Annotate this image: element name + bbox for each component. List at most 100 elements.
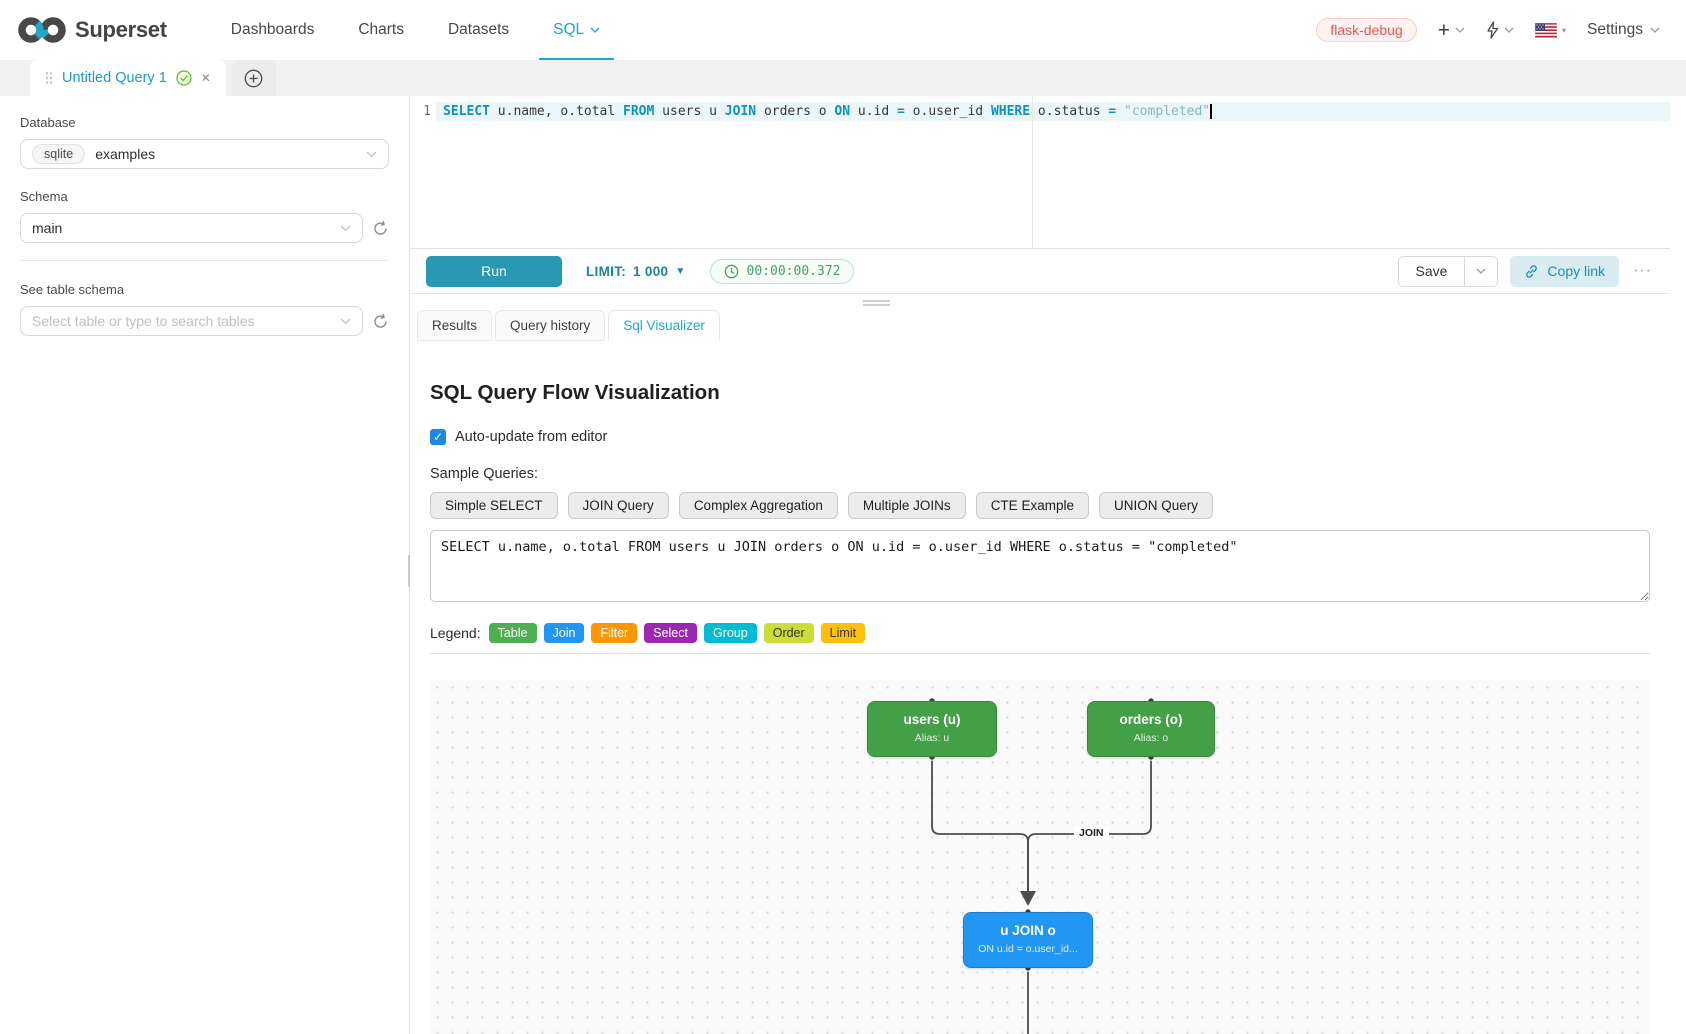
lightning-icon bbox=[1487, 21, 1499, 39]
drag-handle-icon[interactable] bbox=[45, 71, 53, 85]
settings-menu[interactable]: Settings bbox=[1587, 21, 1660, 39]
sql-token-string: "completed" bbox=[1124, 104, 1211, 119]
legend-badge-order: Order bbox=[763, 623, 814, 643]
sample-query-multiple-joins[interactable]: Multiple JOINs bbox=[847, 492, 966, 519]
navbar-right: flask-debug + bbox=[1316, 18, 1660, 42]
chevron-down-icon bbox=[340, 225, 351, 231]
chevron-down-icon bbox=[366, 151, 377, 157]
sql-token-keyword: FROM bbox=[623, 104, 663, 119]
query-tab-strip: Untitled Query 1 ✕ bbox=[0, 60, 1686, 96]
sql-token-keyword: JOIN bbox=[724, 104, 764, 119]
database-select[interactable]: sqlite examples bbox=[20, 139, 389, 169]
table-select[interactable]: Select table or type to search tables bbox=[20, 306, 363, 336]
refresh-tables-icon[interactable] bbox=[372, 313, 389, 330]
flow-edges bbox=[928, 697, 1155, 1034]
new-item-menu[interactable]: + bbox=[1438, 20, 1465, 41]
flow-node-users[interactable]: users (u) Alias: u bbox=[867, 701, 997, 757]
nav-item-label: Datasets bbox=[447, 21, 510, 38]
superset-infinity-icon bbox=[18, 17, 66, 43]
table-select-placeholder: Select table or type to search tables bbox=[32, 313, 255, 329]
caret-down-icon: ▾ bbox=[1561, 25, 1566, 35]
nav-item-sql[interactable]: SQL bbox=[531, 0, 622, 60]
run-button[interactable]: Run bbox=[426, 255, 562, 287]
auto-update-label: Auto-update from editor bbox=[455, 429, 608, 445]
chevron-down-icon bbox=[340, 318, 351, 324]
sidebar-divider bbox=[20, 260, 389, 261]
brand-name: Superset bbox=[75, 17, 167, 42]
node-subtitle: ON u.id = o.user_id... bbox=[978, 943, 1078, 955]
sidebar-resize-handle[interactable] bbox=[408, 555, 411, 587]
tab-sql-visualizer[interactable]: Sql Visualizer bbox=[608, 310, 720, 341]
save-options-caret[interactable] bbox=[1464, 256, 1497, 286]
schema-select[interactable]: main bbox=[20, 213, 363, 243]
nav-item-datasets[interactable]: Datasets bbox=[426, 0, 531, 60]
chevron-down-icon bbox=[1504, 27, 1514, 33]
sample-query-union-query[interactable]: UNION Query bbox=[1098, 492, 1213, 519]
sql-token-plain: u.id bbox=[857, 104, 898, 119]
check-circle-icon bbox=[176, 70, 192, 86]
main-layout: Database sqlite examples Schema main See… bbox=[0, 96, 1686, 1034]
legend-badge-join: Join bbox=[543, 623, 585, 643]
main-nav: Dashboards Charts Datasets SQL bbox=[209, 0, 622, 60]
sql-visualizer-panel: SQL Query Flow Visualization ✓ Auto-upda… bbox=[410, 341, 1670, 1034]
sql-token-plain: u.name, o.total bbox=[497, 104, 624, 119]
panel-resize-handle[interactable] bbox=[863, 300, 890, 306]
nav-item-charts[interactable]: Charts bbox=[336, 0, 426, 60]
copy-link-button[interactable]: Copy link bbox=[1510, 255, 1620, 287]
node-subtitle: Alias: u bbox=[914, 732, 950, 744]
editor-code-line[interactable]: SELECT u.name, o.total FROM users u JOIN… bbox=[436, 104, 1212, 119]
sql-token-plain: o.status bbox=[1037, 104, 1109, 119]
node-subtitle: Alias: o bbox=[1133, 732, 1169, 744]
limit-dropdown[interactable]: LIMIT: 1 000 ▼ bbox=[586, 264, 686, 279]
nav-item-label: Charts bbox=[358, 21, 404, 38]
chevron-down-icon bbox=[1650, 27, 1660, 33]
sql-token-plain: users u bbox=[662, 104, 725, 119]
legend-badge-limit: Limit bbox=[820, 623, 866, 643]
sample-query-join-query[interactable]: JOIN Query bbox=[567, 492, 669, 519]
sqllab-sidebar: Database sqlite examples Schema main See… bbox=[0, 96, 411, 1034]
auto-update-checkbox[interactable]: ✓ bbox=[430, 429, 446, 445]
sql-token-plain: orders o bbox=[763, 104, 835, 119]
link-icon bbox=[1526, 264, 1538, 278]
clock-icon bbox=[724, 264, 738, 278]
visualizer-query-input[interactable]: SELECT u.name, o.total FROM users u JOIN… bbox=[430, 530, 1650, 602]
legend-badge-select: Select bbox=[644, 623, 697, 643]
query-search-menu[interactable] bbox=[1486, 21, 1514, 39]
superset-logo[interactable]: Superset bbox=[18, 15, 167, 45]
environment-tag: flask-debug bbox=[1316, 18, 1417, 42]
refresh-schema-icon[interactable] bbox=[372, 220, 389, 237]
database-select-value: examples bbox=[95, 146, 156, 162]
nav-item-label: SQL bbox=[553, 21, 585, 38]
new-query-tab-button[interactable] bbox=[231, 60, 276, 96]
limit-label: LIMIT: bbox=[586, 263, 627, 279]
language-picker[interactable]: ▾ bbox=[1534, 22, 1566, 38]
sql-token-keyword: ON bbox=[834, 104, 858, 119]
sample-query-complex-aggregation[interactable]: Complex Aggregation bbox=[678, 492, 838, 519]
sample-query-buttons: Simple SELECT JOIN Query Complex Aggregati… bbox=[430, 492, 1650, 519]
close-tab-icon[interactable]: ✕ bbox=[200, 71, 211, 85]
chevron-down-icon bbox=[1455, 27, 1465, 33]
flow-node-join[interactable]: u JOIN o ON u.id = o.user_id... bbox=[963, 912, 1093, 968]
node-title: orders (o) bbox=[1119, 712, 1183, 727]
tab-results[interactable]: Results bbox=[417, 310, 493, 341]
query-tab-active[interactable]: Untitled Query 1 ✕ bbox=[30, 60, 226, 96]
legend-badge-filter: Filter bbox=[591, 623, 638, 643]
sample-query-cte-example[interactable]: CTE Example bbox=[975, 492, 1089, 519]
editor-cursor bbox=[1210, 104, 1212, 119]
tab-query-history[interactable]: Query history bbox=[495, 310, 606, 341]
sql-token-keyword: = bbox=[1108, 104, 1125, 119]
query-flow-canvas[interactable]: users (u) Alias: u orders (o) Alias: o u… bbox=[430, 680, 1650, 1034]
sql-editor[interactable]: 1 SELECT u.name, o.total FROM users u JO… bbox=[410, 96, 1670, 249]
top-navbar: Superset Dashboards Charts Datasets SQL fla… bbox=[0, 0, 1686, 60]
sql-token-plain: o.user_id bbox=[912, 104, 991, 119]
save-button[interactable]: Save bbox=[1415, 263, 1448, 279]
flow-node-orders[interactable]: orders (o) Alias: o bbox=[1087, 701, 1215, 757]
nav-item-dashboards[interactable]: Dashboards bbox=[209, 0, 337, 60]
more-options-icon[interactable]: ··· bbox=[1633, 262, 1652, 279]
sql-token-keyword: = bbox=[897, 104, 913, 119]
sample-query-simple-select[interactable]: Simple SELECT bbox=[430, 492, 558, 519]
content-divider bbox=[430, 653, 1650, 654]
